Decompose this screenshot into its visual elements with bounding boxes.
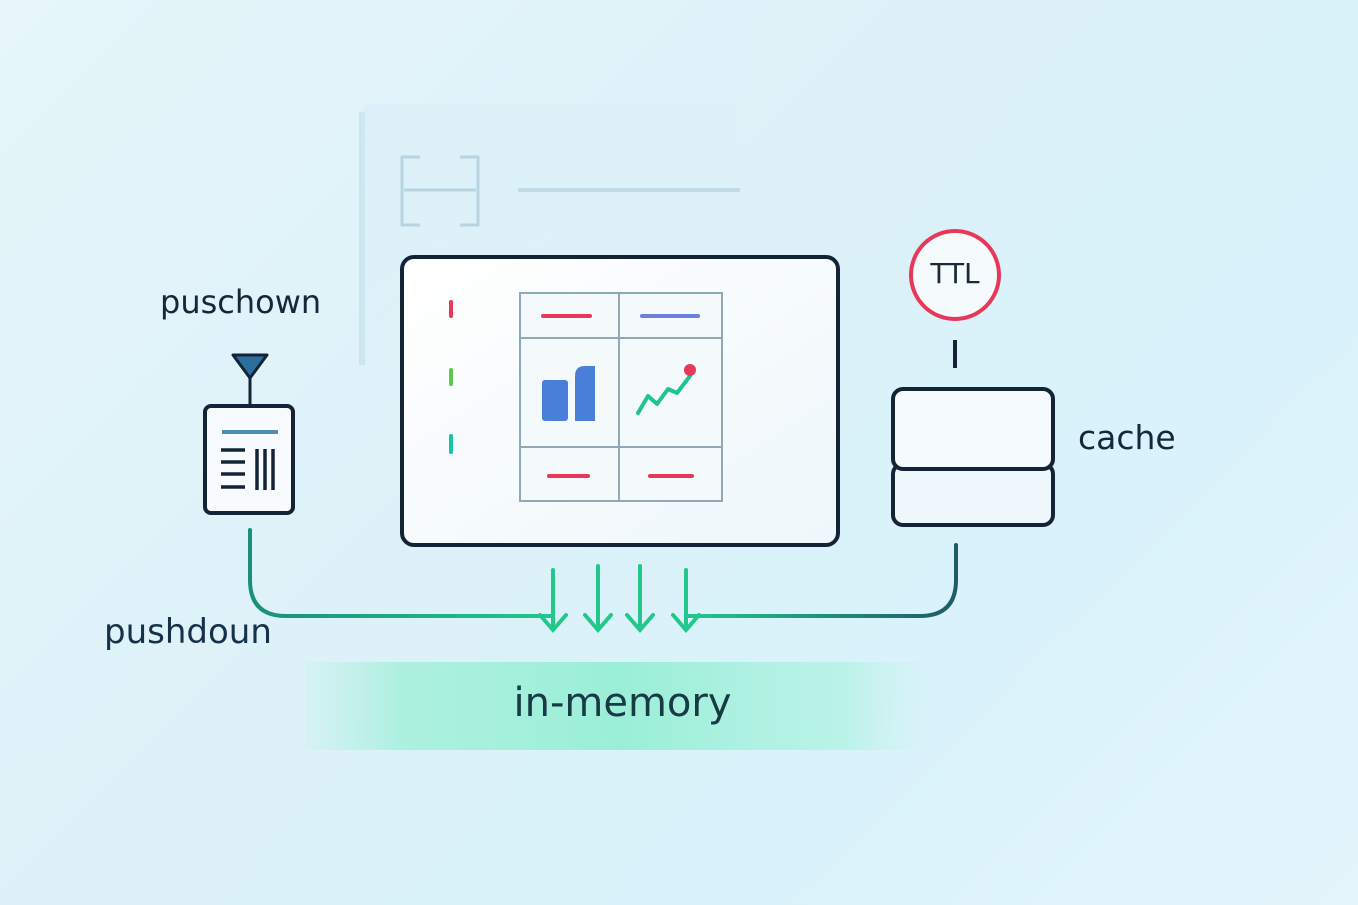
funnel-icon bbox=[231, 353, 269, 407]
cache-label: cache bbox=[1078, 418, 1176, 457]
dashboard-window-icon bbox=[400, 255, 840, 547]
bar-chart-icon bbox=[542, 366, 595, 421]
memory-band bbox=[305, 659, 940, 752]
pushdown-label-bottom: pushdoun bbox=[104, 612, 272, 652]
in-memory-label: in-memory bbox=[513, 680, 732, 726]
cache-stack-icon bbox=[891, 387, 1055, 527]
document-icon bbox=[203, 404, 295, 515]
flow-connectors bbox=[248, 528, 958, 634]
pushdown-label-top: puschown bbox=[160, 283, 322, 321]
grid-header-bars bbox=[541, 314, 700, 478]
left-flow-line bbox=[248, 528, 554, 618]
ghost-frame-icon bbox=[400, 155, 480, 227]
line-chart-icon bbox=[636, 364, 696, 415]
right-flow-line bbox=[686, 543, 958, 618]
ttl-circle-icon bbox=[909, 229, 1001, 368]
down-arrows bbox=[538, 564, 701, 634]
ttl-label: TTL bbox=[930, 257, 980, 290]
